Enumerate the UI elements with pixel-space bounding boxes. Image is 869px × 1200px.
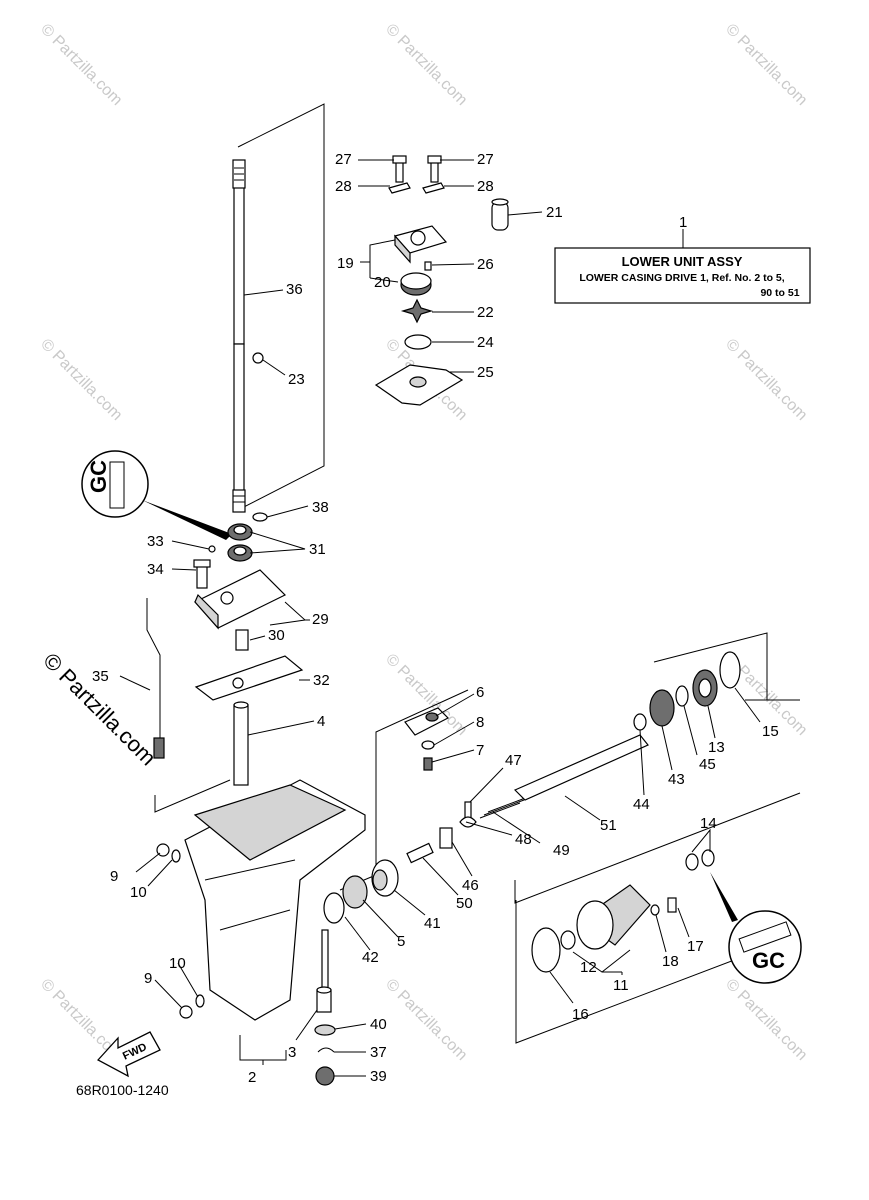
callout-40[interactable]: 40 [370,1016,387,1033]
gc-label: GC [86,460,111,493]
casing-bolts[interactable] [156,843,205,1019]
callout-37[interactable]: 37 [370,1044,387,1061]
callout-23[interactable]: 23 [288,371,305,388]
callout-24[interactable]: 24 [477,334,494,351]
callout-13[interactable]: 13 [708,739,725,756]
callout-14[interactable]: 14 [700,815,717,832]
callout-25[interactable]: 25 [477,364,494,381]
title-box-line1: LOWER CASING DRIVE 1, Ref. No. 2 to 5, [579,272,784,284]
callout-22[interactable]: 22 [477,304,494,321]
callout-39[interactable]: 39 [370,1068,387,1085]
callout-41[interactable]: 41 [424,915,441,932]
bracket-lines [154,103,801,1044]
callout-26[interactable]: 26 [477,256,494,273]
gc-grease-icon: GC [81,450,232,540]
watermark-large: © Partzilla.com [38,648,161,771]
callout-7[interactable]: 7 [476,742,484,759]
title-box-heading: LOWER UNIT ASSY [622,254,743,269]
callout-29[interactable]: 29 [312,611,329,628]
trim-anode[interactable] [404,707,450,771]
callout-10[interactable]: 10 [169,955,186,972]
water-pump-housing[interactable] [194,569,287,651]
callout-36[interactable]: 36 [286,281,303,298]
gc-grease-icon-2: GC [710,872,802,984]
callout-3[interactable]: 3 [288,1044,296,1061]
watermark: © Partzilla.com [37,336,125,424]
lower-unit-title-box[interactable]: 1 LOWER UNIT ASSY LOWER CASING DRIVE 1, … [554,214,811,304]
callout-28[interactable]: 28 [335,178,352,195]
title-box-line2: 90 to 51 [760,287,799,299]
watermark: © Partzilla.com [722,336,810,424]
water-tube[interactable] [233,701,249,786]
watermark: © Partzilla.com [382,976,470,1064]
callout-5[interactable]: 5 [397,933,405,950]
gc-label-2: GC [752,948,785,973]
callout-42[interactable]: 42 [362,949,379,966]
gear-train[interactable] [323,651,741,924]
callout-34[interactable]: 34 [147,561,164,578]
watermark: © Partzilla.com [37,21,125,109]
callout-48[interactable]: 48 [515,831,532,848]
callout-11[interactable]: 11 [613,977,629,994]
gasket[interactable] [194,655,304,701]
callout-8[interactable]: 8 [476,714,484,731]
water-pump-group[interactable] [252,155,509,406]
watermark: © Partzilla.com [382,21,470,109]
callout-47[interactable]: 47 [505,752,522,769]
callout-30[interactable]: 30 [268,627,285,644]
callout-51[interactable]: 51 [600,817,617,834]
diagram-code: 68R0100-1240 [76,1082,169,1098]
callout-1: 1 [679,214,687,231]
callout-numbers: 27 27 28 28 21 19 20 26 22 24 25 36 23 3… [92,151,779,1086]
upper-seal-group[interactable] [193,512,268,589]
drive-shaft[interactable] [232,159,246,513]
callout-20[interactable]: 20 [374,274,391,291]
callout-32[interactable]: 32 [313,672,330,689]
callout-38[interactable]: 38 [312,499,329,516]
lower-casing[interactable] [184,779,366,1021]
callout-10[interactable]: 10 [130,884,147,901]
callout-35[interactable]: 35 [92,668,109,685]
callout-33[interactable]: 33 [147,533,164,550]
callout-28[interactable]: 28 [477,178,494,195]
callout-15[interactable]: 15 [762,723,779,740]
callout-12[interactable]: 12 [580,959,597,976]
callout-49[interactable]: 49 [553,842,570,859]
callout-16[interactable]: 16 [572,1006,589,1023]
callout-17[interactable]: 17 [687,938,704,955]
callout-21[interactable]: 21 [546,204,563,221]
callout-46[interactable]: 46 [462,877,479,894]
callout-18[interactable]: 18 [662,953,679,970]
leader-lines [119,159,761,1077]
callout-31[interactable]: 31 [309,541,326,558]
callout-9[interactable]: 9 [110,868,118,885]
callout-44[interactable]: 44 [633,796,650,813]
callout-9[interactable]: 9 [144,970,152,987]
callout-6[interactable]: 6 [476,684,484,701]
forward-arrow-icon: FWD [96,1031,161,1078]
callout-4[interactable]: 4 [317,713,325,730]
callout-50[interactable]: 50 [456,895,473,912]
callout-19[interactable]: 19 [337,255,354,272]
bushing-group[interactable] [314,986,336,1086]
callout-43[interactable]: 43 [668,771,685,788]
callout-27[interactable]: 27 [335,151,352,168]
shift-rod[interactable] [146,598,165,759]
watermark: © Partzilla.com [722,21,810,109]
callout-2[interactable]: 2 [248,1069,256,1086]
watermark: © Partzilla.com [722,976,810,1064]
propeller-shaft-housing[interactable] [531,849,715,973]
callout-27[interactable]: 27 [477,151,494,168]
callout-45[interactable]: 45 [699,756,716,773]
